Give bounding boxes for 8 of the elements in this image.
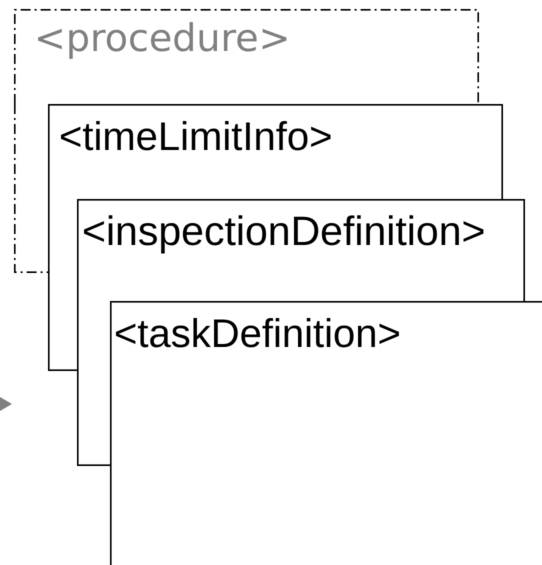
container-box [14,9,479,104]
element-box [48,104,503,199]
element-box [77,199,525,301]
element-tag: <taskDefinition> [114,314,401,354]
element-tag: <timeLimitInfo> [59,117,332,157]
element-tag: <inspectionDefinition> [82,211,486,252]
element-box [110,301,542,565]
element-tag: <procedure> [34,19,290,57]
